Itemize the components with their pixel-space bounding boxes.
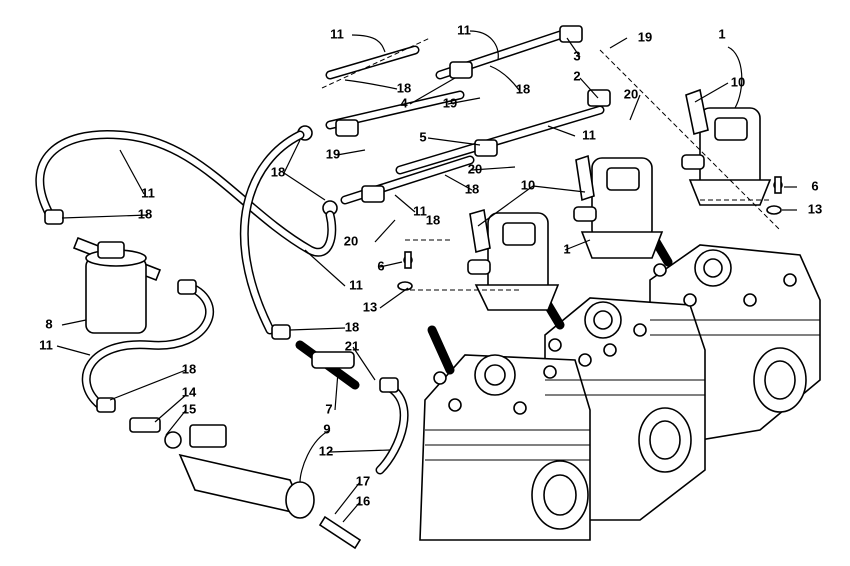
callout-label: 13: [808, 201, 822, 216]
solenoid-injectors: [467, 88, 772, 311]
callout-label: 18: [271, 164, 285, 179]
engine-block: [419, 235, 821, 541]
callout-label: 17: [356, 473, 370, 488]
callout-labels: 1 1 2 3 4 5 6 6 7 8 9 10 10 10 11 11 11 …: [39, 22, 822, 508]
callout-label: 18: [516, 81, 530, 96]
callout-label: 5: [419, 129, 426, 144]
callout-label: 10: [731, 74, 745, 89]
callout-label: 11: [457, 22, 471, 37]
callout-label: 10: [521, 177, 535, 192]
callout-label: 18: [426, 212, 440, 227]
callout-label: 3: [573, 48, 580, 63]
callout-label: 19: [326, 146, 340, 161]
head-bolts: [433, 263, 797, 415]
callout-label: 15: [182, 401, 196, 416]
callout-label: 19: [443, 95, 457, 110]
callout-label: 13: [363, 299, 377, 314]
callout-label: 14: [182, 384, 197, 399]
callout-label: 11: [141, 185, 155, 200]
callout-label: 7: [325, 401, 332, 416]
callout-label: 6: [377, 258, 384, 273]
callout-label: 2: [573, 68, 580, 83]
callout-label: 18: [465, 181, 479, 196]
callout-label: 4: [400, 95, 408, 110]
callout-label: 6: [811, 178, 818, 193]
callout-label: 11: [330, 26, 344, 41]
callout-label: 11: [39, 337, 53, 352]
callout-label: 11: [349, 277, 363, 292]
callout-label: 16: [356, 493, 370, 508]
fuel-filter: [72, 236, 162, 334]
callout-label: 20: [624, 86, 638, 101]
callout-label: 1: [718, 26, 725, 41]
callout-label: 11: [582, 127, 596, 142]
alignment-lines: [321, 37, 781, 291]
callout-label: 1: [563, 241, 570, 256]
callout-label: 18: [138, 206, 152, 221]
callout-label: 20: [344, 233, 358, 248]
fuel-manifold: [297, 25, 611, 216]
callout-label: 18: [182, 361, 196, 376]
callout-label: 9: [323, 421, 330, 436]
callout-label: 20: [468, 161, 482, 176]
callout-label: 8: [45, 316, 52, 331]
hose-fittings: [44, 176, 783, 433]
callout-label: 21: [345, 338, 359, 353]
leader-lines: [56, 30, 797, 523]
callout-label: 19: [638, 29, 652, 44]
callout-label: 18: [397, 80, 411, 95]
callout-label: 18: [345, 319, 359, 334]
fuel-pump: [164, 424, 362, 550]
callout-label: 12: [319, 443, 333, 458]
callout-label: 11: [413, 203, 427, 218]
